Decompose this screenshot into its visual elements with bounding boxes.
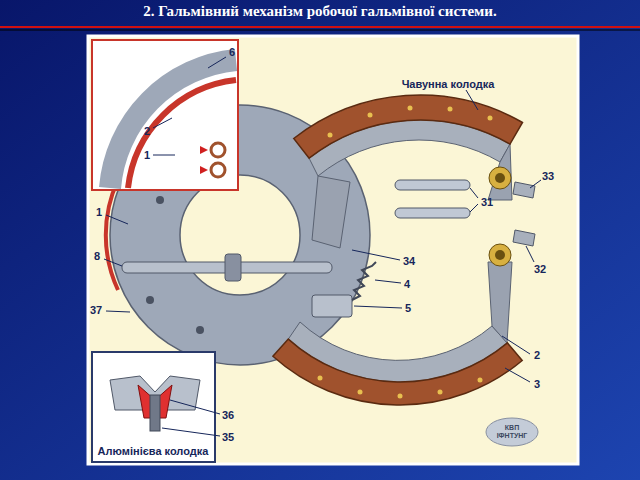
rivet — [408, 106, 413, 111]
leader-line — [162, 428, 220, 436]
leader-line — [352, 250, 400, 260]
leader-lines — [104, 57, 541, 436]
rivet — [398, 394, 403, 399]
anchor-pin — [395, 180, 470, 190]
plate-hole — [146, 296, 154, 304]
callout-number: 31 — [481, 196, 493, 208]
return-spring — [352, 262, 376, 300]
anchor-eye — [489, 167, 511, 189]
callout-number: 8 — [94, 250, 100, 262]
lower-shoe-arm — [488, 262, 512, 343]
leader-line — [505, 368, 530, 382]
rivet — [438, 390, 443, 395]
callout-number: 4 — [404, 278, 410, 290]
leader-line — [466, 90, 478, 110]
watermark-badge — [486, 418, 538, 446]
anchor-eye — [489, 244, 511, 266]
callout-number: 2 — [534, 349, 540, 361]
callout-number: 35 — [222, 431, 234, 443]
leader-line — [530, 180, 541, 188]
callout-number: 36 — [222, 409, 234, 421]
inset-fastener — [211, 143, 225, 157]
cast-iron-lining — [294, 95, 523, 158]
leader-line — [502, 336, 530, 354]
lower-lining — [273, 339, 522, 405]
watermark: КВП ІФНТУНГ — [491, 424, 533, 439]
leader-line — [106, 311, 130, 312]
callout-number: 37 — [90, 304, 102, 316]
callout-number: 3 — [534, 378, 540, 390]
inset-arrows — [200, 146, 208, 174]
lock-plate — [513, 182, 535, 198]
picture-panel — [88, 36, 578, 464]
leader-line — [354, 306, 402, 308]
inset-fastener — [211, 163, 225, 177]
inset-frame — [92, 40, 238, 190]
expander-block — [312, 295, 352, 317]
leader-line — [170, 400, 220, 414]
leader-line — [106, 215, 128, 224]
leader-line — [153, 118, 172, 128]
rivet — [478, 378, 483, 383]
callout-number: 1 — [144, 149, 150, 161]
callout-number: 33 — [542, 170, 554, 182]
leader-line — [470, 188, 478, 198]
leader-line — [470, 204, 478, 212]
rivet — [328, 133, 333, 138]
callout-number: 2 — [144, 125, 150, 137]
rivet — [318, 376, 323, 381]
callout-number: 6 — [229, 46, 235, 58]
upper-shoe-end — [488, 144, 512, 200]
part-name: Алюмінієва колодка — [98, 445, 209, 457]
leader-line — [375, 280, 401, 283]
plate-hole — [196, 326, 204, 334]
lock-plate — [513, 230, 535, 246]
plate-edge — [106, 180, 118, 290]
inset-screw — [150, 395, 160, 431]
title-rule — [0, 30, 640, 31]
callout-number: 1 — [96, 206, 102, 218]
rivets — [318, 376, 483, 399]
plate-hole — [156, 196, 164, 204]
anchor-pin — [395, 208, 470, 218]
bolt-nut — [225, 254, 241, 281]
rivet — [448, 107, 453, 112]
upper-shoe-rib — [312, 176, 350, 248]
leader-line — [104, 259, 122, 266]
anchor-hole — [495, 173, 505, 183]
inset-drum — [110, 60, 236, 188]
callout-number: 32 — [534, 263, 546, 275]
rivet — [368, 113, 373, 118]
leader-line — [153, 155, 175, 156]
callout-number: 34 — [403, 255, 415, 267]
rivet — [488, 116, 493, 121]
callout-number: 5 — [405, 302, 411, 314]
rivets — [328, 106, 493, 138]
leader-line — [208, 57, 226, 68]
leader-line — [526, 246, 534, 262]
slide-title: 2. Гальмівний механізм робочої гальмівно… — [0, 3, 640, 20]
part-name: Чавунна колодка — [402, 78, 495, 90]
inset-lining — [128, 80, 236, 188]
title-rule — [0, 26, 640, 28]
rivet — [358, 390, 363, 395]
anchor-hole — [495, 250, 505, 260]
